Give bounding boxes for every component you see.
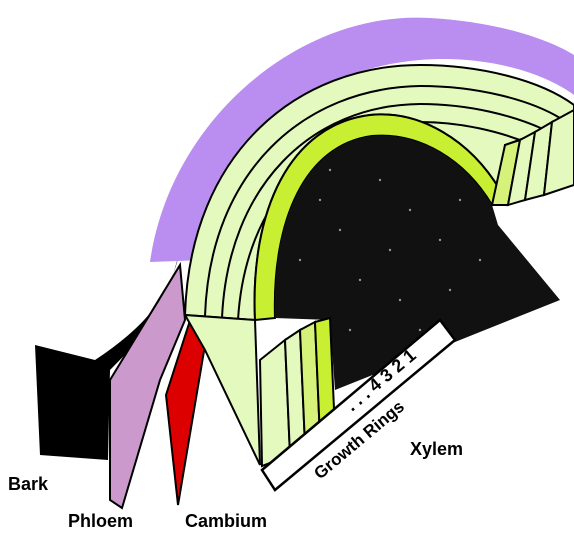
xylem-label: Xylem [410,439,463,459]
cambium-label: Cambium [185,511,267,531]
phloem-label: Phloem [68,511,133,531]
bark-label: Bark [8,474,49,494]
